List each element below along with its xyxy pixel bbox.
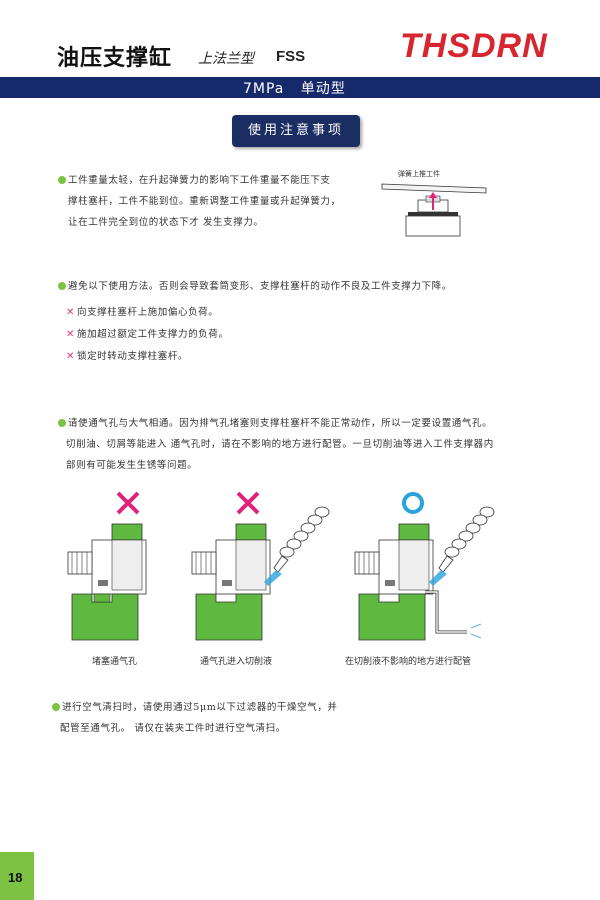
fitting (354, 551, 380, 575)
s4-line-1: 进行空气清扫时，请使用通过5μm以下过滤器的干燥空气，并 (62, 702, 338, 713)
vent-pipe (425, 590, 467, 634)
brand-logo-text: THSDRN (400, 27, 548, 64)
fitting (191, 551, 217, 575)
circle-ok-icon (402, 492, 424, 514)
bullet-dot (52, 702, 60, 711)
page-title: 油压支撑缸 (57, 46, 173, 71)
vent-port (222, 580, 232, 586)
vent-port (385, 580, 395, 586)
mounting-block (71, 593, 139, 641)
model-code: FSS (276, 48, 306, 65)
brand-logo: THSDRN (400, 27, 548, 64)
figure-blocked-vent (67, 491, 147, 641)
workpiece-block (111, 523, 143, 541)
bullet-dot (58, 281, 66, 290)
mounting-block (195, 593, 263, 641)
caption-vent-piping: 在切削液不影响的地方进行配管 (345, 657, 472, 667)
s3-line-1: 请使通气孔与大气相通。因为排气孔堵塞则支撑柱塞杆不能正常动作，所以一定要设置通气… (68, 418, 493, 429)
spec-band: 7MPa 单动型 (0, 77, 600, 98)
caption-coolant-enters: 通气孔进入切削液 (200, 657, 273, 667)
section-1-text: 工件重量太轻，在升起弹簧力的影响下工件重量不能压下支 撑柱塞杆，工件不能到位。重… (58, 170, 341, 233)
figure-coolant-enters (191, 491, 330, 641)
caption-blocked-vent: 堵塞通气孔 (92, 657, 138, 667)
mounting-block (358, 593, 426, 641)
page-subtitle: 上法兰型 (198, 51, 254, 67)
s3-line-2: 切削油、切屑等能进入 通气孔时，请在不影响的地方进行配管。一旦切削油等进入工件支… (66, 439, 494, 450)
workpiece-plate (381, 183, 487, 194)
vent-port (98, 580, 108, 586)
s1-line-2: 撑柱塞杆，工件不能到位。重新调整工件重量或升起弹簧力， (68, 196, 341, 207)
cross-icon: ✕ (66, 351, 75, 362)
base-body (405, 215, 461, 237)
spring-figure-label: 弹簧上推工件 (398, 169, 440, 178)
page-number-badge (0, 852, 34, 900)
workpiece-block (235, 523, 267, 541)
coolant-nozzle (438, 506, 495, 573)
cross-icon: ✕ (66, 307, 75, 318)
flange (408, 212, 458, 216)
s1-line-1: 工件重量太轻，在升起弹簧力的影响下工件重量不能压下支 (68, 175, 331, 186)
air-line (470, 623, 482, 629)
figure-vent-piping (354, 492, 495, 641)
bullet-dot (58, 418, 66, 427)
s2-item-3: ✕锁定时转动支撑柱塞杆。 (66, 351, 189, 362)
bullet-dot (58, 175, 66, 184)
workpiece-block (398, 523, 430, 541)
spec-band-text: 7MPa 单动型 (243, 81, 346, 97)
coolant-nozzle (273, 506, 330, 573)
s4-line-2: 配管至通气孔。 请仅在装夹工件时进行空气清扫。 (60, 723, 286, 734)
coolant-spray (429, 570, 447, 586)
cross-icon: ✕ (66, 329, 75, 340)
section-2-intro: 避免以下使用方法。否则会导致套筒变形、支撑柱塞杆的动作不良及工件支撑力下降。 (58, 276, 452, 297)
up-arrow-icon (429, 192, 437, 198)
coolant-spray (264, 570, 282, 586)
s1-line-3: 让在工件完全到位的状态下才 发生支撑力。 (68, 217, 264, 228)
s3-line-3: 部则有可能发生生锈等问题。 (66, 460, 198, 471)
s2-item-2: ✕施加超过额定工件支撑力的负荷。 (66, 329, 229, 340)
notice-title: 使用注意事项 (232, 115, 360, 147)
section-4-text: 进行空气清扫时，请使用通过5μm以下过滤器的干燥空气，并 配管至通气孔。 请仅在… (52, 697, 338, 739)
spring-push-figure: 弹簧上推工件 (381, 169, 487, 237)
s2-item-1: ✕向支撑柱塞杆上施加偏心负荷。 (66, 307, 219, 318)
page-number: 18 (8, 870, 23, 885)
section-3-text: 请使通气孔与大气相通。因为排气孔堵塞则支撑柱塞杆不能正常动作，所以一定要设置通气… (58, 413, 494, 476)
fitting (67, 551, 93, 575)
